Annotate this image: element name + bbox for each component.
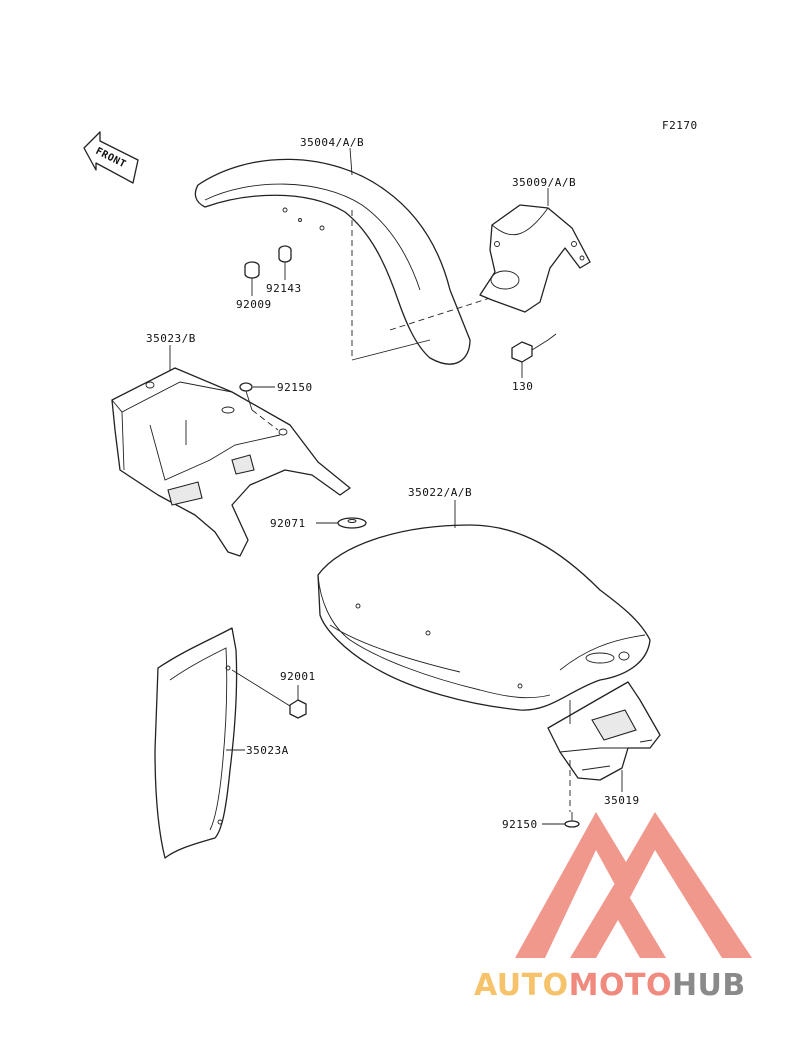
bolt-92150-upper — [239, 382, 279, 431]
label-35004: 35004/A/B — [300, 136, 364, 149]
screw-92150-lower — [564, 812, 580, 828]
label-35023: 35023/B — [146, 332, 196, 345]
label-92150-upper: 92150 — [277, 381, 313, 394]
label-92150-lower: 92150 — [502, 818, 538, 831]
label-35023A: 35023A — [246, 744, 289, 757]
watermark-text: AUTOMOTOHUB — [474, 968, 746, 1003]
fender-bracket — [479, 204, 591, 313]
label-92009: 92009 — [236, 298, 272, 311]
label-92071: 92071 — [270, 517, 306, 530]
bolt-92009 — [244, 261, 260, 279]
label-92001: 92001 — [280, 670, 316, 683]
watermark-part-hub: HUB — [672, 968, 746, 1003]
label-35022: 35022/A/B — [408, 486, 472, 499]
figure-code: F2170 — [662, 119, 698, 132]
watermark-part-auto: AUTO — [474, 968, 569, 1003]
bolt-130 — [511, 339, 549, 363]
rear-fender — [317, 524, 651, 711]
front-direction-arrow-icon: FRONT — [83, 131, 139, 184]
collar-92143 — [278, 245, 292, 263]
inner-fender-panel — [154, 627, 238, 859]
watermark-part-moto: MOTO — [569, 968, 672, 1003]
label-130: 130 — [512, 380, 533, 393]
front-fender — [194, 158, 471, 365]
rear-fender-frame — [111, 367, 351, 557]
license-bracket — [547, 681, 661, 781]
automotohub-logo — [515, 812, 752, 958]
grommet-92071 — [337, 517, 367, 529]
label-92143: 92143 — [266, 282, 302, 295]
label-35009: 35009/A/B — [512, 176, 576, 189]
label-35019: 35019 — [604, 794, 640, 807]
